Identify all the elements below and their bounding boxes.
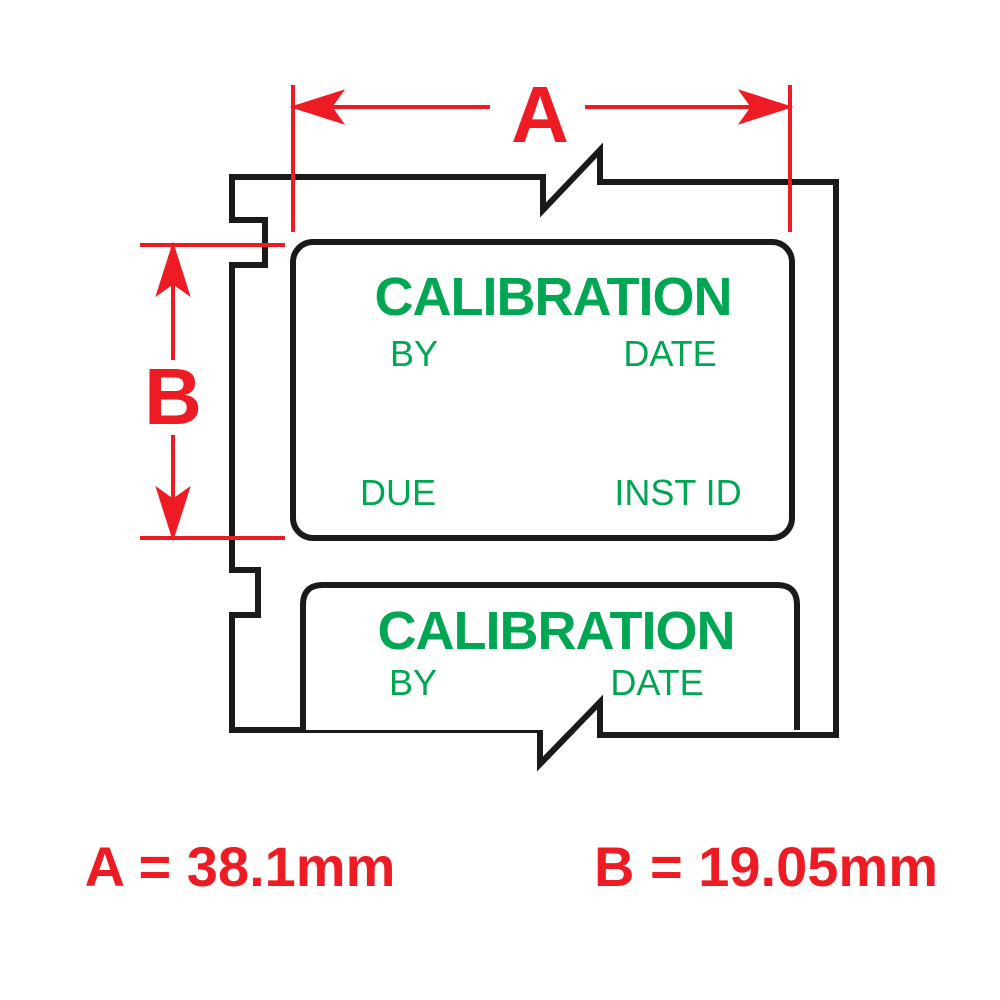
arrow-up-icon: [155, 241, 191, 298]
label-1-outline: [290, 239, 795, 541]
dimension-b-caption: B = 19.05mm: [594, 835, 938, 898]
label-1-by: BY: [390, 333, 438, 374]
dimension-b-letter: B: [144, 352, 202, 441]
label-1-title: CALIBRATION: [375, 267, 732, 327]
dimension-a-letter: A: [511, 70, 569, 159]
label-2-date: DATE: [610, 662, 703, 703]
label-1-due: DUE: [360, 472, 436, 513]
arrow-right-icon: [737, 89, 794, 125]
label-2-by: BY: [389, 662, 437, 703]
liner-break-line: [537, 694, 603, 772]
dimension-b-markers: [140, 241, 285, 542]
dimension-a-markers: [289, 85, 794, 232]
liner-break-mask: [540, 700, 600, 733]
label-1-date: DATE: [623, 333, 716, 374]
arrow-left-icon: [289, 89, 346, 125]
arrow-down-icon: [155, 485, 191, 542]
dimension-a-caption: A = 38.1mm: [85, 835, 396, 898]
label-2-title: CALIBRATION: [378, 601, 735, 661]
label-2-outline: [300, 582, 800, 730]
label-1-inst-id: INST ID: [614, 472, 741, 513]
